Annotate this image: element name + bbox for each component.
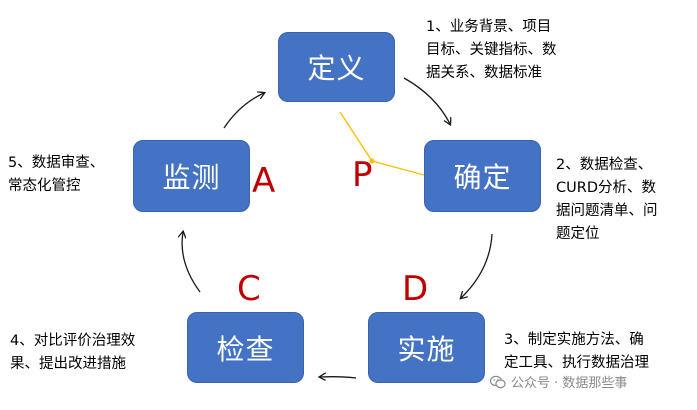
node-confirm-label: 确定 <box>453 161 512 194</box>
node-check-label: 检查 <box>216 332 275 366</box>
letter-check: C <box>237 269 261 309</box>
description-implement: 3、制定实施方法、确 定工具、执行数据治理 <box>504 332 649 371</box>
node-check: 检查 <box>187 312 304 383</box>
arrow-check-to-monitor <box>182 232 201 293</box>
node-monitor: 监测 <box>133 140 250 212</box>
p-junction-dot <box>369 158 375 164</box>
node-define-label: 定义 <box>307 52 366 85</box>
node-confirm: 确定 <box>424 140 541 212</box>
description-confirm: 2、数据检查、 CURD分析、数 据问题清单、问 题定位 <box>556 157 658 242</box>
p-line-from-define <box>339 111 373 162</box>
arrow-implement-to-check <box>320 377 357 378</box>
letter-plan: P <box>352 155 373 195</box>
p-line-from-confirm <box>371 160 425 176</box>
letter-do: D <box>402 269 429 309</box>
wechat-icon <box>490 375 506 388</box>
node-define: 定义 <box>278 32 395 102</box>
node-monitor-label: 监测 <box>162 161 221 194</box>
arrow-define-to-confirm <box>403 77 450 124</box>
node-implement-label: 实施 <box>397 332 456 366</box>
arrow-monitor-to-define <box>223 93 264 129</box>
description-check: 4、对比评价治理效 果、提出改进措施 <box>10 333 136 372</box>
watermark: 公众号 · 数据那些事 <box>490 372 627 391</box>
node-implement: 实施 <box>368 312 485 383</box>
arrow-confirm-to-implement <box>461 233 493 298</box>
letter-act: A <box>252 161 276 201</box>
description-define: 1、业务背景、项目 目标、关键指标、数 据关系、数据标准 <box>426 19 557 81</box>
description-monitor: 5、数据审查、 常态化管控 <box>8 155 105 194</box>
watermark-text: 公众号 · 数据那些事 <box>511 376 628 391</box>
